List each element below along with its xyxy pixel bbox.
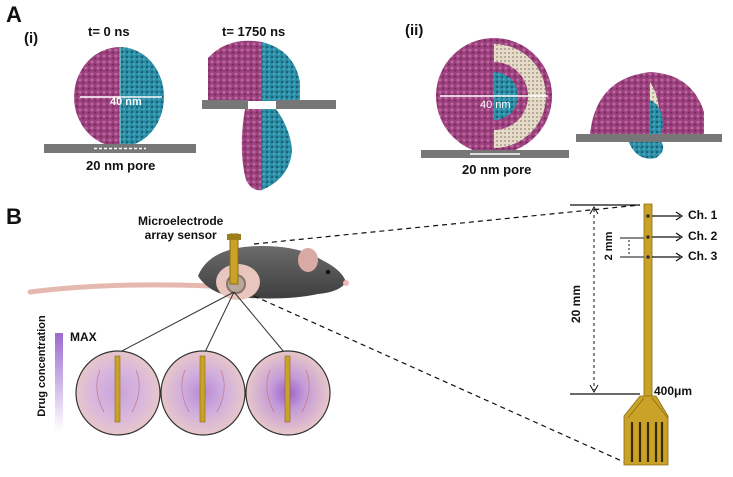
panel-b-illustration bbox=[27, 203, 684, 466]
panel-a-illustration bbox=[44, 38, 722, 191]
diameter-label-i: 40 nm bbox=[110, 96, 142, 108]
diameter-label-ii: 40 nm bbox=[480, 99, 511, 111]
legend-axis-label: Drug concentration bbox=[36, 315, 48, 417]
sensor-label-line1: Microelectrode bbox=[138, 214, 224, 228]
np-t0 bbox=[74, 47, 164, 147]
panel-b-letter: B bbox=[6, 204, 22, 229]
membrane-ii-t1750 bbox=[576, 134, 722, 142]
mouse-nose bbox=[343, 280, 349, 286]
panel-a-i-label: (i) bbox=[24, 30, 39, 47]
np-ii-t1750 bbox=[590, 72, 704, 159]
brain-section-3 bbox=[245, 350, 331, 436]
membrane-i-left bbox=[202, 100, 248, 109]
brain-section-1 bbox=[75, 350, 161, 436]
width-label: 400μm bbox=[654, 384, 693, 398]
sensor-label-line2: array sensor bbox=[144, 228, 217, 242]
channel-3-label: Ch. 3 bbox=[688, 249, 718, 263]
legend-max-label: MAX bbox=[70, 330, 97, 344]
concentration-legend-bar bbox=[55, 333, 63, 431]
microelectrode-probe bbox=[623, 203, 669, 466]
dash-top bbox=[253, 204, 641, 245]
pore-label-i: 20 nm pore bbox=[86, 158, 156, 173]
mouse-tail bbox=[27, 282, 213, 295]
time-1750-label: t= 1750 ns bbox=[222, 24, 286, 39]
channel-arrows bbox=[652, 211, 684, 262]
panel-a-letter: A bbox=[6, 2, 22, 27]
mouse bbox=[27, 233, 349, 300]
dash-bottom bbox=[253, 295, 625, 463]
length-label: 20 mm bbox=[569, 284, 583, 324]
pore-label-ii: 20 nm pore bbox=[462, 162, 532, 177]
sensor-label: Microelectrode array sensor bbox=[138, 214, 223, 242]
spacing-label: 2 mm bbox=[603, 231, 615, 261]
np-ii-t0 bbox=[436, 38, 552, 154]
time-0-label: t= 0 ns bbox=[88, 24, 130, 39]
np-t1750 bbox=[208, 40, 300, 191]
channel-2-label: Ch. 2 bbox=[688, 229, 718, 243]
membrane-i-right bbox=[276, 100, 336, 109]
channel-1-label: Ch. 1 bbox=[688, 208, 718, 222]
panel-a-ii-label: (ii) bbox=[405, 22, 424, 39]
mouse-ear bbox=[298, 248, 318, 272]
mouse-eye bbox=[325, 269, 331, 275]
brain-section-2 bbox=[160, 350, 246, 436]
sensor-connector bbox=[229, 233, 239, 285]
sensor-cap bbox=[227, 234, 241, 240]
